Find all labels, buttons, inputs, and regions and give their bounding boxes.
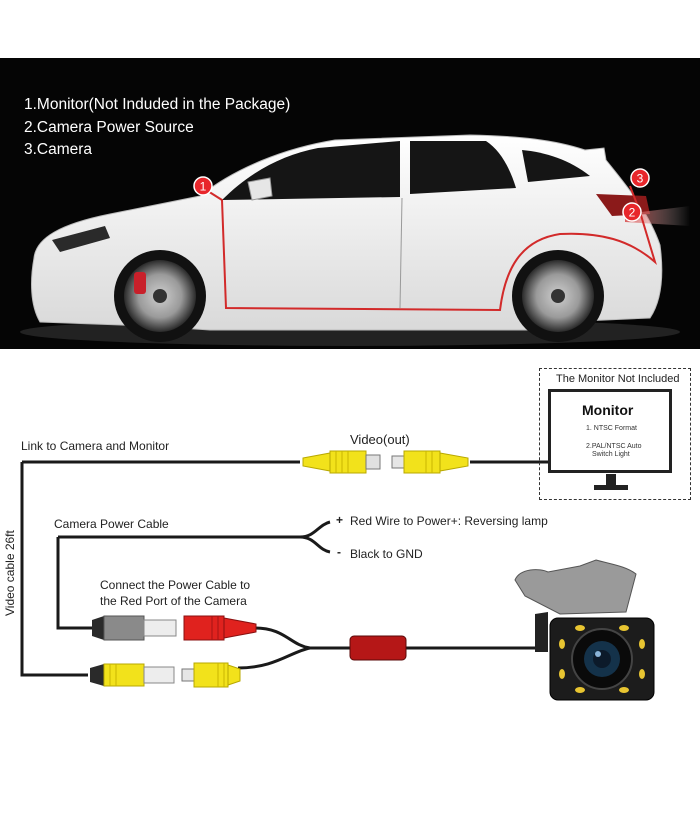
monitor-spec-ntsc: 1. NTSC Format [586, 425, 637, 432]
camera-feed-wire [237, 626, 535, 670]
svg-text:1: 1 [200, 180, 207, 194]
monitor-not-included-label: The Monitor Not Included [556, 373, 680, 385]
cable-route [202, 185, 657, 312]
door-line [399, 197, 403, 309]
monitor-screen [548, 389, 672, 473]
link-label: Link to Camera and Monitor [21, 439, 170, 453]
svg-text:2: 2 [629, 206, 636, 220]
rca-yellow-female-top [302, 450, 381, 474]
car-window-rear [410, 141, 516, 194]
minus-sign: - [337, 545, 341, 559]
monitor-stand [594, 474, 628, 490]
connect-instruction-line2: the Red Port of the Camera [100, 594, 247, 608]
rca-yellow-female-bottom [90, 663, 175, 687]
rear-wheel [512, 250, 604, 342]
gray-power-plug [92, 615, 177, 641]
camera-device [514, 559, 655, 701]
front-wheel [114, 250, 206, 342]
brake-glow [625, 206, 690, 226]
video-link-wire [20, 460, 548, 677]
video-out-label: Video(out) [350, 432, 410, 447]
video-cable-length-label: Video cable 26ft [3, 529, 17, 616]
power-cable-label: Camera Power Cable [54, 517, 169, 531]
marker-2: 2 [622, 202, 642, 222]
rca-yellow-male-top [391, 450, 469, 474]
legend-item-power-source: 2.Camera Power Source [24, 119, 194, 136]
car-illustration [31, 134, 690, 342]
black-gnd-label: Black to GND [350, 547, 423, 561]
power-cable-wire [56, 520, 331, 630]
monitor-title: Monitor [582, 402, 634, 418]
red-power-socket [183, 615, 257, 641]
monitor-callout [539, 368, 691, 500]
marker-3: 3 [630, 168, 650, 188]
red-wire-label: Red Wire to Power+: Reversing lamp [350, 514, 548, 528]
legend-item-monitor: 1.Monitor(Not Induded in the Package) [24, 96, 290, 113]
car-window-quarter [522, 150, 590, 182]
legend-item-camera: 3.Camera [24, 141, 92, 158]
rca-yellow-male-bottom [181, 662, 241, 688]
inline-filter-box [349, 635, 407, 661]
marker-1: 1 [193, 176, 213, 196]
svg-text:3: 3 [637, 172, 644, 186]
connect-instruction-line1: Connect the Power Cable to [100, 578, 251, 592]
plus-sign: + [336, 513, 344, 527]
mirror [247, 177, 273, 201]
monitor-spec-pal: 2.PAL/NTSC Auto [586, 443, 642, 450]
headlight [52, 226, 110, 252]
monitor-spec-switch: Switch Light [592, 451, 630, 458]
